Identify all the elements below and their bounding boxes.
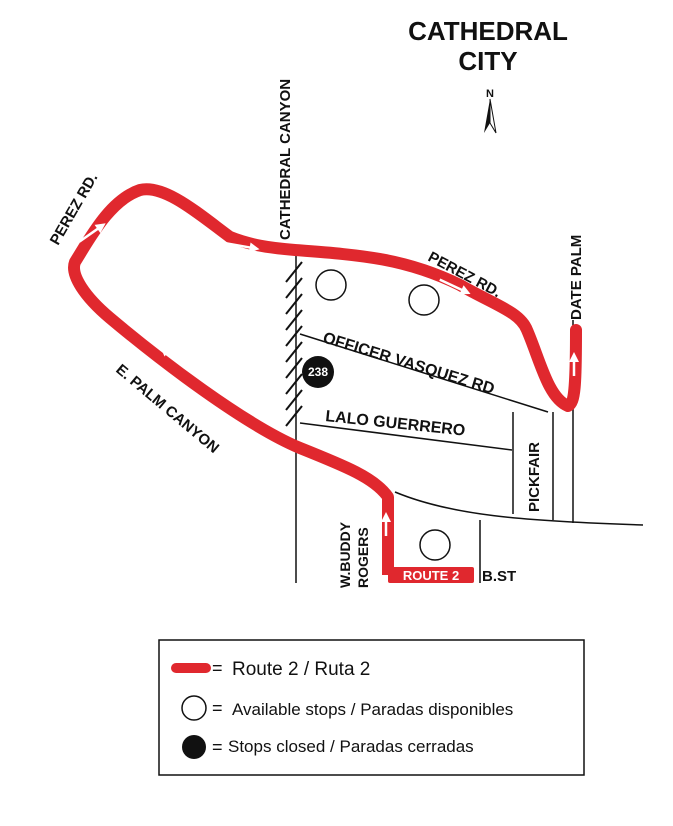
arrow-up-icon bbox=[381, 512, 391, 536]
arrow-up-icon bbox=[569, 352, 579, 376]
route-2-line bbox=[68, 183, 582, 561]
legend: = Route 2 / Ruta 2 = Available stops / P… bbox=[158, 639, 585, 776]
available-stop bbox=[419, 529, 451, 561]
legend-route-label: Route 2 / Ruta 2 bbox=[232, 659, 370, 680]
available-stop bbox=[315, 269, 347, 301]
railroad-hatch-marks bbox=[285, 261, 303, 427]
arrow-right-icon bbox=[439, 278, 471, 295]
label-w-buddy-rogers-line1: W.BUDDY bbox=[337, 521, 353, 588]
route-badge: ROUTE 2 bbox=[388, 567, 474, 583]
label-date-palm: DATE PALM bbox=[568, 235, 585, 320]
label-w-buddy-rogers-line2: ROGERS bbox=[355, 527, 371, 588]
street-e-palm-canyon-east bbox=[394, 491, 644, 526]
label-pickfair: PICKFAIR bbox=[526, 442, 543, 512]
svg-text:=: = bbox=[212, 658, 223, 678]
svg-text:=: = bbox=[212, 698, 223, 718]
closed-stop-number: 238 bbox=[308, 365, 328, 379]
north-arrow-icon: N bbox=[484, 88, 497, 134]
available-stop bbox=[408, 284, 440, 316]
legend-available-icon bbox=[181, 695, 207, 721]
svg-text:=: = bbox=[212, 737, 223, 757]
street-lalo-guerrero bbox=[299, 422, 513, 451]
arrow-up-right-icon bbox=[78, 223, 106, 243]
svg-text:N: N bbox=[486, 88, 494, 100]
label-cathedral-canyon: CATHEDRAL CANYON bbox=[277, 79, 294, 240]
label-b-st: B.ST bbox=[482, 568, 516, 585]
street-officer-vasquez bbox=[299, 333, 549, 413]
arrow-right-icon bbox=[221, 241, 260, 253]
label-officer-vasquez: OFFICER VASQUEZ RD bbox=[321, 330, 497, 398]
arrow-up-left-icon bbox=[160, 346, 187, 370]
legend-closed-label: Stops closed / Paradas cerradas bbox=[228, 737, 474, 756]
closed-stop bbox=[302, 356, 334, 388]
map-title-line1: CATHEDRAL bbox=[408, 16, 568, 46]
map-title-line2: CITY bbox=[458, 46, 517, 76]
svg-text:ROUTE 2: ROUTE 2 bbox=[403, 568, 459, 583]
legend-closed-icon bbox=[182, 735, 206, 759]
route-direction-arrows bbox=[78, 223, 579, 536]
label-e-palm-canyon: E. PALM CANYON bbox=[112, 361, 222, 457]
legend-available-label: Available stops / Paradas disponibles bbox=[232, 700, 513, 719]
